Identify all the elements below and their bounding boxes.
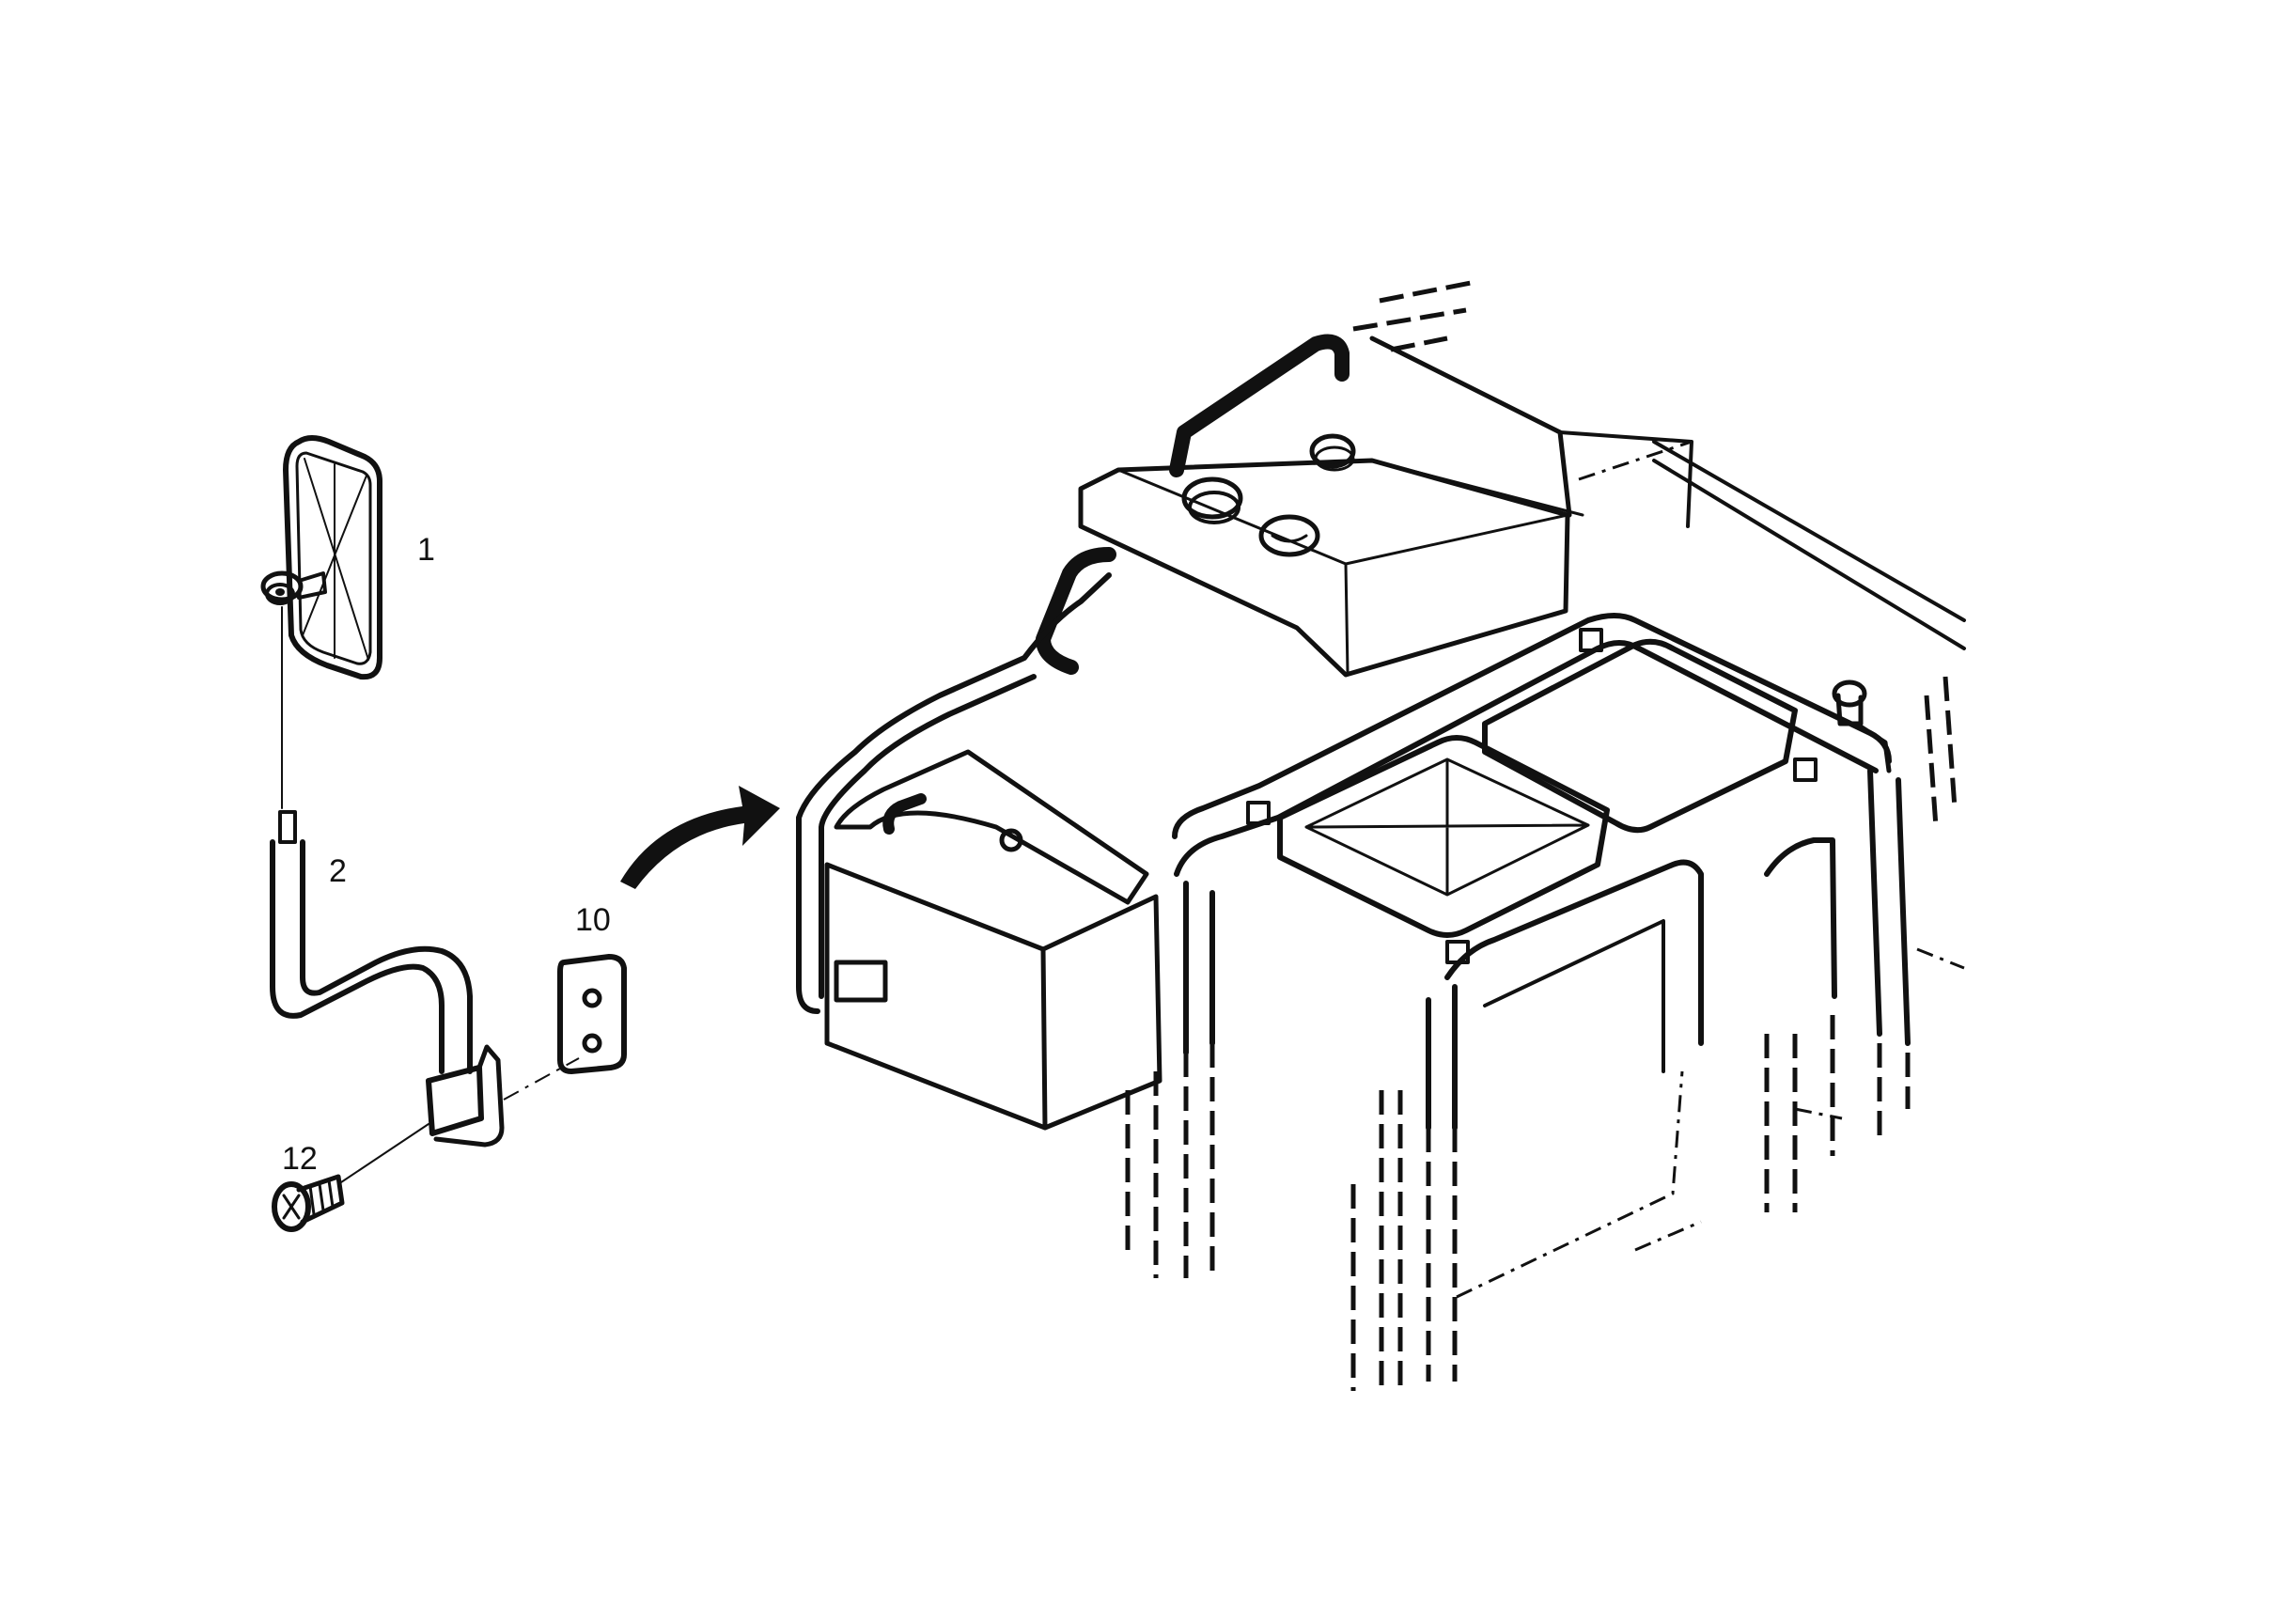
pointer-arrow [620,786,780,889]
screw [272,1174,345,1232]
callout-10: 10 [575,902,611,938]
callout-1: 1 [417,532,435,568]
tractor-fender-and-cab [796,279,1966,1391]
mirror [260,435,382,809]
callout-2: 2 [329,853,347,889]
mirror-arm [270,810,580,1185]
callout-12: 12 [282,1141,318,1177]
mounting-plate [557,954,627,1074]
